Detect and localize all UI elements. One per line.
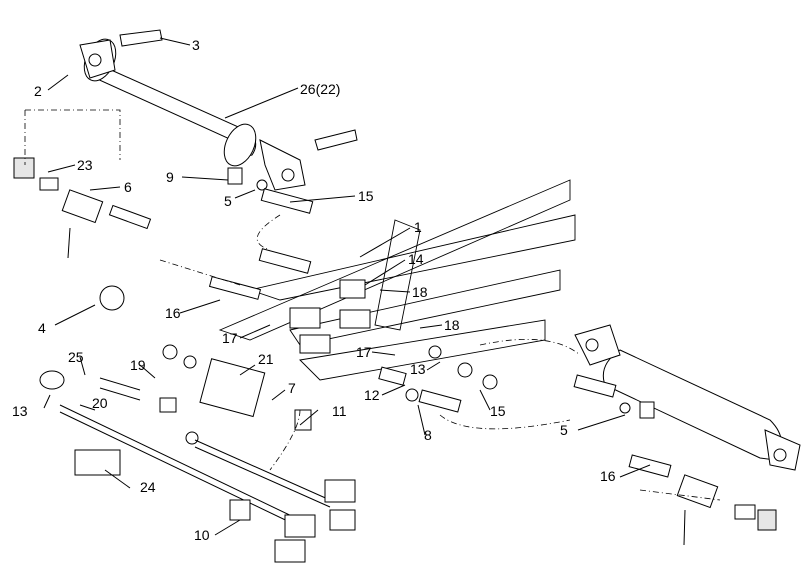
label-13-mid: 13	[410, 361, 426, 377]
label-24: 24	[140, 479, 156, 495]
leader-lines	[43, 37, 651, 536]
label-6: 6	[124, 179, 132, 195]
label-16-right: 16	[600, 468, 616, 484]
label-10: 10	[194, 527, 210, 543]
label-2: 2	[34, 83, 42, 99]
label-13-left: 13	[12, 403, 28, 419]
label-18-mid: 18	[444, 317, 460, 333]
label-21: 21	[258, 351, 274, 367]
label-8: 8	[424, 427, 432, 443]
label-19: 19	[130, 357, 146, 373]
label-15-top: 15	[358, 188, 374, 204]
hydraulic-cylinder-top	[79, 29, 358, 191]
label-23: 23	[77, 157, 93, 173]
label-3: 3	[192, 37, 200, 53]
hose-paths	[24, 109, 721, 501]
fittings	[13, 157, 777, 563]
label-15-right: 15	[490, 403, 506, 419]
label-1: 1	[414, 219, 422, 235]
label-20: 20	[92, 395, 108, 411]
label-17-mid: 17	[356, 344, 372, 360]
label-5-right: 5	[560, 422, 568, 438]
label-9: 9	[166, 169, 174, 185]
label-4: 4	[38, 320, 46, 336]
callout-labels: 3 2 26(22) 23 6 9 5 15 1 14 18 4 16 17 1…	[12, 37, 616, 543]
label-17-top: 17	[222, 330, 238, 346]
label-25: 25	[68, 349, 84, 365]
label-12: 12	[364, 387, 380, 403]
label-14: 14	[408, 251, 424, 267]
label-16-left: 16	[165, 305, 181, 321]
label-26-22: 26(22)	[300, 81, 340, 97]
label-18-top: 18	[412, 284, 428, 300]
label-5-top: 5	[224, 193, 232, 209]
hydraulic-cylinder-right	[574, 324, 801, 471]
watermark-logo	[218, 179, 576, 381]
label-7: 7	[288, 380, 296, 396]
label-11: 11	[332, 403, 347, 419]
